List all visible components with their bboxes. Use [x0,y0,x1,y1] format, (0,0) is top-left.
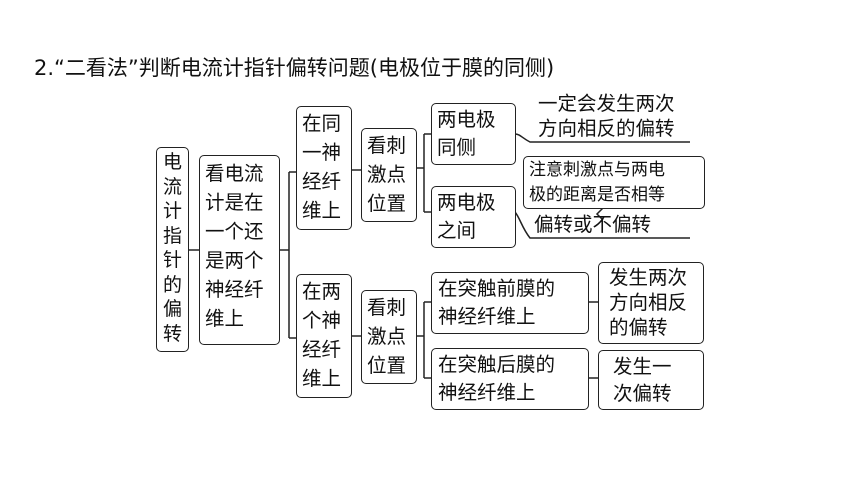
note-line: 极的距离是否相等 [529,185,665,205]
diff-fiber-box: 在两 个神 经纤 维上 [296,274,352,398]
look-point-line: 看刺 [367,296,407,319]
result-post-line: 次偏转 [613,382,672,405]
pre-membrane-box: 在突触前膜的 神经纤维上 [431,272,589,334]
root-char: 针 [162,249,182,271]
result-pre-line: 方向相反 [609,291,688,314]
look-point-line: 激点 [367,325,407,348]
level1-box: 看电流 计是在 一个还 是两个 神经纤 维上 [199,155,280,345]
root-char: 转 [162,322,182,345]
pre-membrane-line: 在突触前膜的 [438,277,556,300]
same-fiber-line: 维上 [302,199,342,222]
same-side-line: 同侧 [437,136,477,159]
between-line: 两电极 [437,191,496,214]
diff-fiber-line: 个神 [302,309,342,332]
electrodes-same-side-box: 两电极 同侧 [431,103,516,165]
root-box: 电 流 计 指 针 的 偏 转 [156,147,189,352]
same-fiber-line: 在同 [302,112,342,135]
look-point-box-a: 看刺 激点 位置 [361,128,417,222]
level1-line: 神经纤 [205,278,264,301]
same-fiber-line: 一神 [302,141,342,164]
result-post-line: 发生一 [613,355,672,378]
between-line: 之间 [437,219,477,242]
same-fiber-box: 在同 一神 经纤 维上 [296,106,352,230]
result-same-side-line: 方向相反的偏转 [538,117,675,140]
level1-line: 维上 [205,307,245,330]
note-distance-box: 注意刺激点与两电 极的距离是否相等 [523,156,705,209]
diff-fiber-line: 经纤 [302,338,342,361]
diff-fiber-line: 在两 [302,280,342,303]
look-point-line: 激点 [367,163,407,186]
same-side-line: 两电极 [437,108,496,131]
look-point-line: 看刺 [367,134,407,157]
look-point-line: 位置 [367,192,407,215]
level1-line: 是两个 [205,249,264,272]
result-same-side: 一定会发生两次 方向相反的偏转 [538,91,675,141]
electrodes-between-box: 两电极 之间 [431,186,516,248]
result-same-side-line: 一定会发生两次 [538,92,675,115]
result-pre-box: 发生两次 方向相反 的偏转 [598,262,704,344]
result-between: 偏转或不偏转 [534,213,652,236]
pre-membrane-line: 神经纤维上 [438,305,536,328]
root-char: 指 [162,224,182,247]
result-pre-line: 的偏转 [609,316,668,339]
root-char: 的 [162,273,182,296]
root-char: 计 [162,200,182,222]
look-point-box-b: 看刺 激点 位置 [361,290,417,384]
post-membrane-line: 神经纤维上 [438,381,536,404]
root-char: 偏 [162,298,182,320]
level1-line: 一个还 [205,220,264,243]
result-post-box: 发生一 次偏转 [598,350,704,410]
result-pre-line: 发生两次 [609,266,688,289]
note-line: 注意刺激点与两电 [529,160,665,180]
root-char: 流 [162,175,182,198]
look-point-line: 位置 [367,354,407,377]
root-char: 电 [162,151,182,173]
same-fiber-line: 经纤 [302,170,342,193]
page-title: 2.“二看法”判断电流计指针偏转问题(电极位于膜的同侧) [34,56,555,80]
post-membrane-line: 在突触后膜的 [438,353,556,376]
diff-fiber-line: 维上 [302,367,342,390]
level1-line: 看电流 [205,162,264,185]
level1-line: 计是在 [205,191,264,214]
post-membrane-box: 在突触后膜的 神经纤维上 [431,348,589,410]
